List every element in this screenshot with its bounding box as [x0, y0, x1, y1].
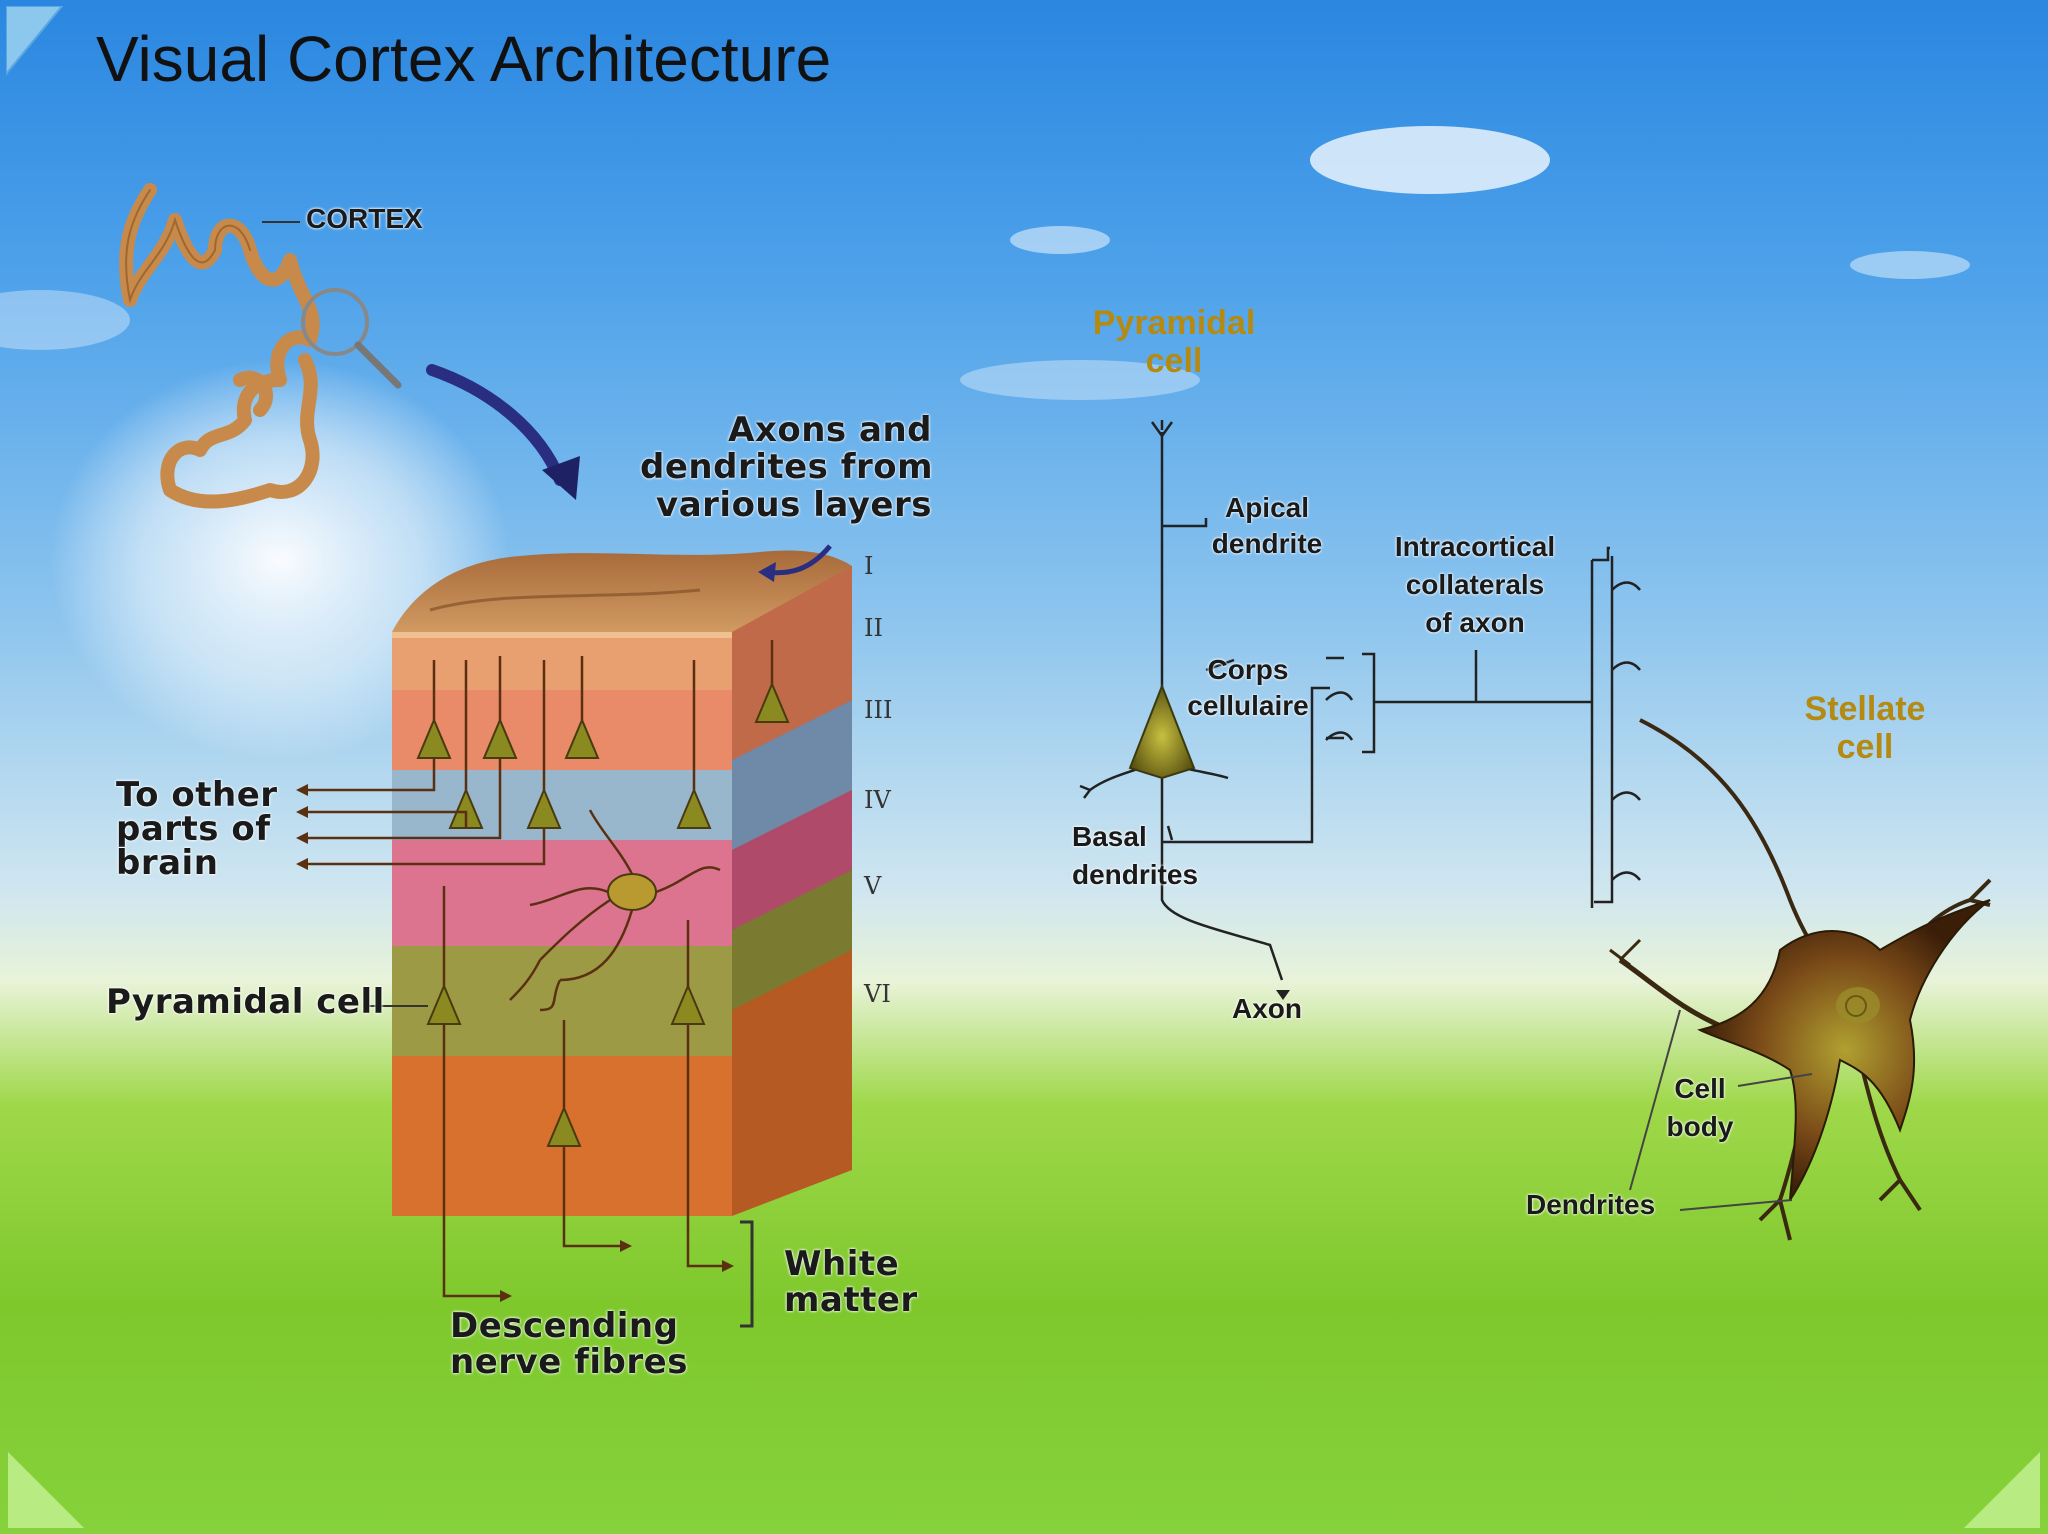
corner-decoration-top-left [6, 6, 64, 76]
descending-fibres-label-line: Descending [450, 1306, 679, 1346]
cell-body-label-line: Cell [1674, 1073, 1726, 1104]
pyramidal-cell-arrowhead [1276, 990, 1290, 1000]
intracortical-collaterals-label-line: collaterals [1405, 569, 1545, 600]
white-matter-label: White matter [784, 1246, 918, 1318]
basal-dendrites-label: Basal dendrites [1072, 818, 1198, 894]
axons-dendrites-label-line: Axons and [728, 410, 932, 450]
other-parts-label-line: parts of [116, 809, 271, 849]
layer-I-II [392, 632, 732, 690]
pyramidal-cell-title-line: cell [1145, 342, 1203, 380]
basal-dendrites-label-line: Basal [1072, 821, 1147, 852]
magnifier-handle [354, 341, 402, 389]
layer-IV [392, 770, 732, 840]
axon-label: Axon [1232, 993, 1302, 1024]
layer-label-V: V [864, 872, 882, 900]
descending-fibres-label-line: nerve fibres [450, 1342, 688, 1382]
axons-dendrites-label: Axons and dendrites from various layers [640, 410, 934, 525]
apical-dendrite-label-line: Apical [1224, 492, 1310, 523]
zoom-arrow [426, 364, 566, 486]
stellate-cell [1609, 718, 1992, 1241]
white-matter-label-line: matter [784, 1280, 918, 1320]
collateral-terminals [1590, 546, 1641, 908]
stellate-cell-title-line: cell [1836, 728, 1894, 766]
corps-cellulaire-label-line: Corps [1207, 654, 1289, 685]
corps-cellulaire-label-line: cellulaire [1187, 690, 1309, 721]
cloud [1310, 126, 1550, 194]
pyramidal-cell-diagram [1079, 420, 1592, 981]
descending-fibres-label: Descending nerve fibres [450, 1308, 688, 1380]
pyramidal-cell-body [1128, 683, 1196, 780]
other-parts-label-line: brain [116, 843, 219, 883]
layer-label-I: I [864, 552, 874, 580]
other-parts-label: To other parts of brain [116, 778, 278, 880]
slide-title: Visual Cortex Architecture [96, 23, 832, 95]
intracortical-collaterals-label: Intracortical collaterals of axon [1380, 528, 1570, 642]
other-parts-label-line: To other [116, 775, 278, 815]
cloud [1850, 251, 1970, 279]
layer-label-VI: VI [864, 980, 891, 1008]
arrowheads [296, 784, 734, 1302]
stellate-cell-title: Stellate cell [1780, 690, 1950, 766]
intracortical-collaterals-label-line: Intracortical [1394, 531, 1556, 562]
magnifier-lens [301, 288, 369, 356]
zoom-arrowhead [542, 456, 580, 500]
cortex-label: CORTEX [306, 203, 423, 234]
axons-dendrites-label-line: dendrites from [640, 447, 934, 488]
white-matter-label-line: White [784, 1244, 900, 1284]
corner-decoration-bottom-left [8, 1452, 84, 1528]
cloud [960, 360, 1200, 400]
basal-dendrites-label-line: dendrites [1072, 859, 1199, 890]
pyramidal-cell-title-line: Pyramidal [1092, 304, 1256, 342]
pyramidal-cell-title: Pyramidal cell [1064, 304, 1284, 380]
pyramidal-cell-label: Pyramidal cell [106, 982, 385, 1022]
apical-dendrite-label: Apical dendrite [1192, 490, 1342, 562]
cortex-outline [125, 189, 251, 304]
block-dendrites [300, 640, 774, 1298]
block-neurons [416, 681, 790, 1147]
layer-label-III: III [864, 696, 893, 724]
apical-dendrite-label-line: dendrite [1211, 528, 1323, 559]
layer-label-II: II [864, 614, 883, 642]
corner-decoration-bottom-right [1964, 1452, 2040, 1528]
block-stellate-cell [607, 873, 657, 911]
block-top-face [392, 550, 852, 632]
stellate-cell-title-line: Stellate [1804, 690, 1926, 728]
layer-V [392, 840, 732, 946]
cell-body-label-line: body [1666, 1111, 1734, 1142]
layer-label-IV: IV [864, 786, 891, 814]
corps-cellulaire-label: Corps cellulaire [1178, 652, 1318, 724]
cloud [0, 290, 130, 350]
axons-dendrites-label-line: various layers [656, 484, 932, 525]
cell-body-label: Cell body [1658, 1070, 1742, 1146]
cloud [1010, 226, 1110, 254]
stellate-leaders [1629, 1009, 1813, 1211]
stellate-cell-body [1697, 899, 1991, 1201]
dendrites-label: Dendrites [1526, 1189, 1656, 1220]
intracortical-collaterals-label-line: of axon [1425, 607, 1525, 638]
white-matter-bracket [740, 1220, 754, 1328]
